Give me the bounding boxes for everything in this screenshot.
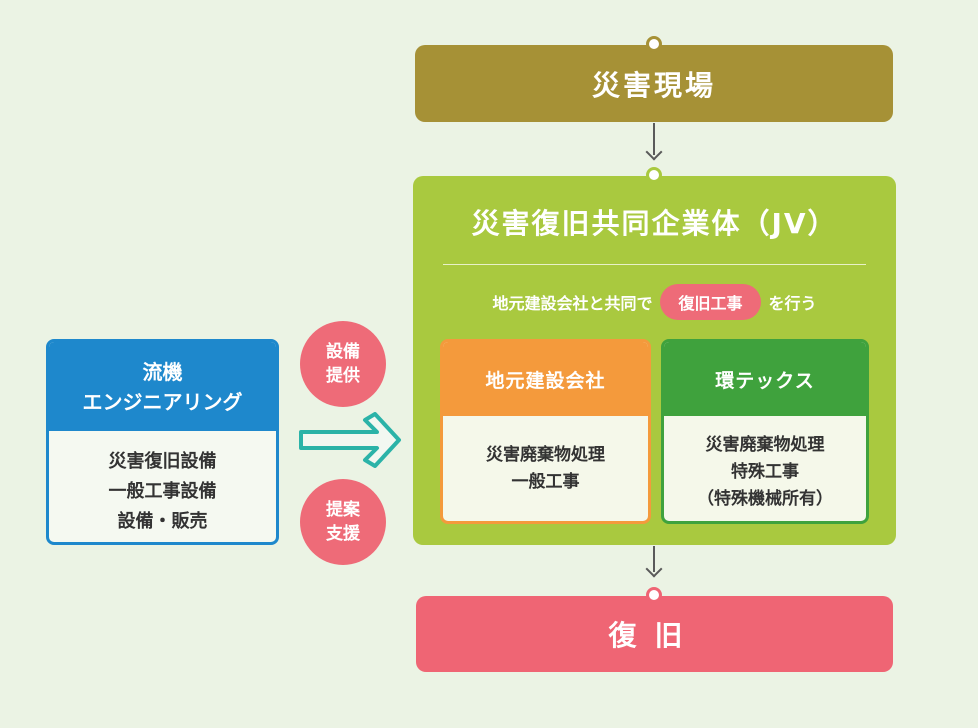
company-kantex-duty: 災害廃棄物処理	[705, 435, 825, 455]
bubble-proposal-line2: 支援	[326, 524, 360, 544]
connector-node-top	[646, 36, 662, 52]
jv-subtitle: 地元建設会社と共同で 復旧工事 を行う	[413, 284, 896, 320]
jv-subtitle-highlight: 復旧工事	[660, 284, 761, 320]
recovery-box: 復旧	[416, 596, 893, 672]
disaster-site-label: 災害現場	[591, 68, 716, 102]
ryuki-service: 災害復旧設備	[108, 451, 217, 472]
ryuki-service: 設備・販売	[117, 511, 208, 532]
arrow-site-to-jv	[653, 123, 655, 155]
jv-box: 災害復旧共同企業体（JV） 地元建設会社と共同で 復旧工事 を行う 地元建設会社…	[413, 176, 896, 545]
arrow-jv-to-recovery	[653, 546, 655, 572]
jv-title: 災害復旧共同企業体（JV）	[471, 207, 838, 240]
company-card-local: 地元建設会社 災害廃棄物処理 一般工事	[440, 339, 651, 524]
ryuki-name-line2: エンジニアリング	[82, 389, 243, 414]
company-kantex-duty: （特殊機械所有）	[697, 489, 833, 509]
company-kantex-name: 環テックス	[664, 342, 866, 416]
ryuki-service: 一般工事設備	[108, 481, 217, 502]
recovery-label: 復旧	[608, 619, 701, 652]
company-local-duties: 災害廃棄物処理 一般工事	[443, 416, 648, 496]
ryuki-box: 流機 エンジニアリング 災害復旧設備 一般工事設備 設備・販売	[46, 339, 279, 545]
arrow-site-to-jv-head	[645, 143, 663, 161]
company-local-name: 地元建設会社	[443, 342, 648, 416]
bubble-proposal-line1: 提案	[326, 500, 360, 520]
connector-node-recovery	[646, 587, 662, 603]
arrow-jv-to-recovery-head	[645, 560, 663, 578]
bubble-proposal-support: 提案 支援	[300, 479, 386, 565]
jv-divider	[443, 264, 866, 265]
disaster-site-box: 災害現場	[415, 45, 893, 122]
ryuki-services: 災害復旧設備 一般工事設備 設備・販売	[49, 431, 276, 537]
bubble-equipment-line2: 提供	[326, 366, 360, 386]
bubble-equipment-line1: 設備	[326, 342, 360, 362]
ryuki-name: 流機 エンジニアリング	[49, 342, 276, 431]
bubble-equipment-supply: 設備 提供	[300, 321, 386, 407]
ryuki-name-line1: 流機	[142, 359, 183, 384]
company-kantex-duty: 特殊工事	[731, 462, 799, 482]
jv-subtitle-before: 地元建設会社と共同で	[492, 294, 653, 313]
company-local-duty: 一般工事	[511, 472, 580, 492]
company-local-duty: 災害廃棄物処理	[486, 445, 605, 465]
company-card-kantex: 環テックス 災害廃棄物処理 特殊工事 （特殊機械所有）	[661, 339, 869, 524]
company-kantex-duties: 災害廃棄物処理 特殊工事 （特殊機械所有）	[664, 416, 866, 513]
arrow-ryuki-to-jv-icon	[299, 412, 401, 468]
jv-subtitle-after: を行う	[768, 294, 817, 313]
connector-node-jv	[646, 167, 662, 183]
